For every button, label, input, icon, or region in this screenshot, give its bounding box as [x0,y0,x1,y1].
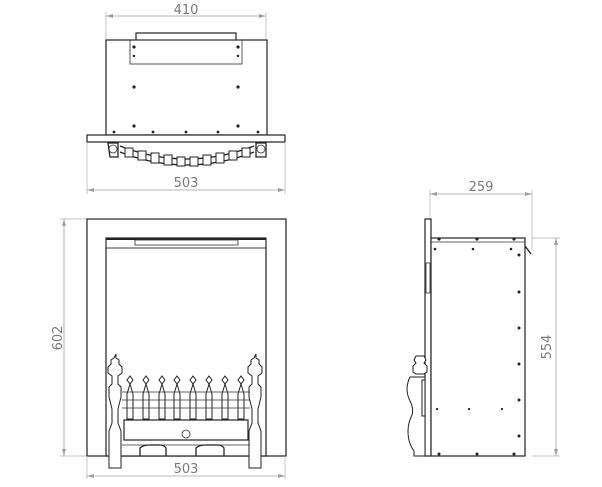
dimension-label-602: 602 [51,326,66,351]
front-view: 602 [51,218,287,479]
dimension-label-554: 554 [540,335,555,360]
dimension-label-503-front: 503 [174,462,199,477]
dimension-label-410: 410 [174,3,199,18]
dimension-label-503-top: 503 [174,176,199,191]
top-view: 410 503 [86,3,286,194]
side-view: 259 554 [406,180,560,457]
dimension-label-259: 259 [469,180,494,195]
